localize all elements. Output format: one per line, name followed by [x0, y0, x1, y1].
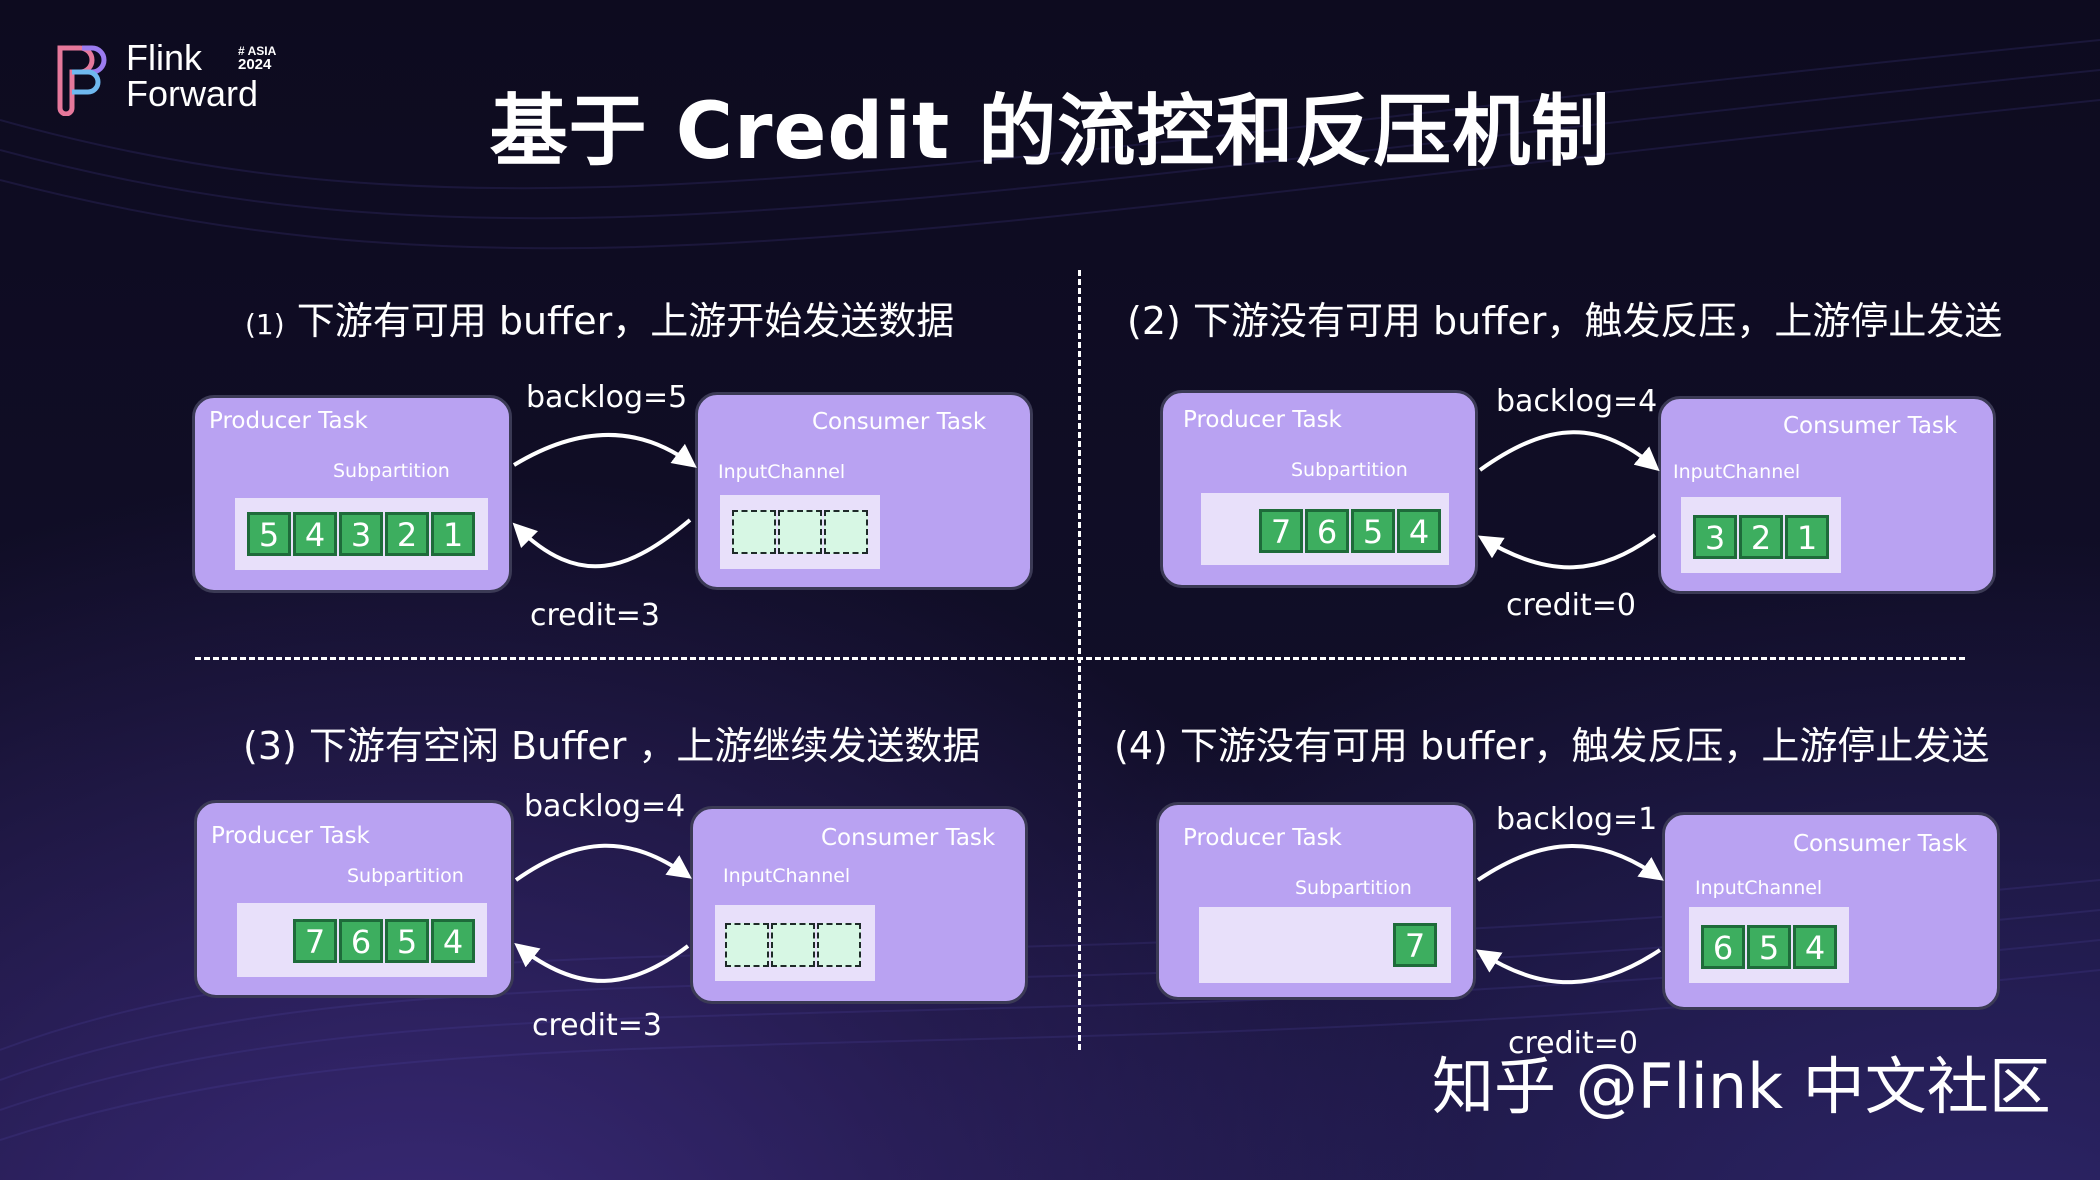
buffer-cell: 4: [431, 919, 475, 963]
caption-4: (4) 下游没有可用 buffer，触发反压，上游停止发送: [1114, 723, 1989, 769]
producer-task-4: Producer Task Subpartition 7: [1156, 802, 1476, 1000]
buffer-cell: 7: [293, 919, 337, 963]
backlog-arrow-2: [1478, 430, 1660, 472]
caption-number: (1): [245, 308, 285, 341]
producer-buffers: 7: [1393, 923, 1439, 967]
backlog-arrow-4: [1476, 844, 1664, 882]
consumer-task-label: Consumer Task: [1783, 413, 1958, 439]
buffer-cell: 5: [247, 512, 291, 556]
buffer-cell: 1: [1785, 515, 1829, 559]
credit-arrow-3: [514, 943, 690, 983]
vertical-divider: [1078, 270, 1081, 1050]
consumer-task-label: Consumer Task: [1793, 831, 1968, 857]
backlog-label-4: backlog=1: [1496, 802, 1658, 837]
consumer-task-3: Consumer Task InputChannel: [690, 806, 1028, 1004]
credit-arrow-1: [512, 518, 692, 569]
buffer-cell: 6: [1701, 925, 1745, 969]
consumer-buffers: [725, 923, 863, 967]
logo-badge: # ASIA 2024: [238, 44, 276, 72]
inputchannel-label: InputChannel: [718, 461, 846, 483]
backlog-label-2: backlog=4: [1496, 384, 1658, 419]
buffer-cell: 6: [339, 919, 383, 963]
horizontal-divider: [195, 657, 1965, 660]
caption-text: 下游没有可用 buffer，触发反压，上游停止发送: [1180, 299, 2003, 343]
logo-wordmark: Flink Forward: [126, 40, 258, 112]
empty-buffer-slot: [732, 510, 776, 554]
credit-label-2: credit=0: [1506, 588, 1636, 623]
producer-task-label: Producer Task: [209, 408, 368, 434]
buffer-cell: 2: [1739, 515, 1783, 559]
consumer-task-label: Consumer Task: [821, 825, 996, 851]
caption-text: 下游有空闲 Buffer ，上游继续发送数据: [296, 724, 981, 768]
credit-arrow-4: [1475, 948, 1662, 985]
buffer-cell: 5: [1747, 925, 1791, 969]
caption-text: 下游有可用 buffer，上游开始发送数据: [284, 299, 955, 343]
buffer-cell: 3: [1693, 515, 1737, 559]
caption-1: (1) 下游有可用 buffer，上游开始发送数据: [245, 298, 954, 348]
logo-badge-line-1: # ASIA: [238, 44, 277, 58]
caption-number: (3): [243, 724, 297, 768]
credit-label-1: credit=3: [530, 598, 660, 633]
buffer-cell: 7: [1393, 923, 1437, 967]
backlog-arrow-3: [514, 843, 692, 882]
subpartition-label: Subpartition: [347, 865, 464, 887]
inputchannel-label: InputChannel: [1695, 877, 1823, 899]
subpartition-label: Subpartition: [1295, 877, 1412, 899]
buffer-cell: 5: [385, 919, 429, 963]
caption-3: (3) 下游有空闲 Buffer ，上游继续发送数据: [243, 723, 980, 769]
caption-text: 下游没有可用 buffer，触发反压，上游停止发送: [1167, 724, 1990, 768]
inputchannel-label: InputChannel: [723, 865, 851, 887]
zhihu-watermark: 知乎 @Flink 中文社区: [1432, 1050, 2051, 1123]
consumer-task-label: Consumer Task: [812, 409, 987, 435]
empty-buffer-slot: [817, 923, 861, 967]
backlog-arrow-1: [512, 433, 697, 468]
caption-number: (4): [1114, 724, 1168, 768]
subpartition-label: Subpartition: [333, 460, 450, 482]
buffer-cell: 4: [1397, 509, 1441, 553]
buffer-cell: 3: [339, 512, 383, 556]
subpartition-label: Subpartition: [1291, 459, 1408, 481]
inputchannel-label: InputChannel: [1673, 461, 1801, 483]
buffer-cell: 6: [1305, 509, 1349, 553]
buffer-cell: 1: [431, 512, 475, 556]
buffer-cell: 5: [1351, 509, 1395, 553]
empty-buffer-slot: [725, 923, 769, 967]
page-title: 基于 Credit 的流控和反压机制: [489, 87, 1611, 177]
backlog-label-3: backlog=4: [524, 789, 686, 824]
producer-task-label: Producer Task: [211, 823, 370, 849]
consumer-task-1: Consumer Task InputChannel: [695, 392, 1033, 590]
flink-logo-icon: [57, 45, 107, 116]
buffer-cell: 2: [385, 512, 429, 556]
empty-buffer-slot: [778, 510, 822, 554]
producer-task-label: Producer Task: [1183, 407, 1342, 433]
empty-buffer-slot: [771, 923, 815, 967]
buffer-cell: 7: [1259, 509, 1303, 553]
buffer-cell: 4: [1793, 925, 1837, 969]
empty-buffer-slot: [824, 510, 868, 554]
logo-line-2: Forward: [126, 73, 259, 114]
backlog-label-1: backlog=5: [526, 380, 688, 415]
caption-number: (2): [1127, 299, 1181, 343]
credit-label-4: credit=0: [1508, 1026, 1638, 1061]
logo-line-1: Flink: [126, 37, 203, 78]
flink-forward-logo: Flink Forward # ASIA 2024: [52, 38, 292, 118]
credit-label-3: credit=3: [532, 1008, 662, 1043]
producer-task-label: Producer Task: [1183, 825, 1342, 851]
logo-badge-line-2: 2024: [238, 56, 272, 73]
credit-arrow-2: [1477, 533, 1657, 570]
consumer-buffers: [732, 510, 870, 554]
caption-2: (2) 下游没有可用 buffer，触发反压，上游停止发送: [1127, 298, 2002, 344]
buffer-cell: 4: [293, 512, 337, 556]
